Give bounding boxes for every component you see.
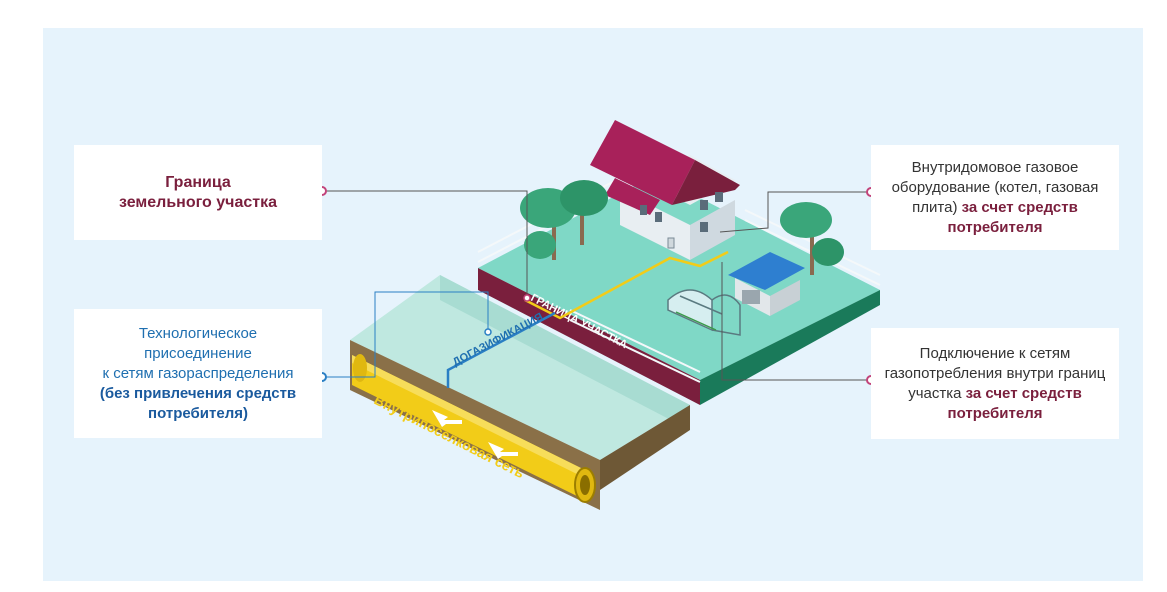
callout-indoor-line1: Внутридомовое газовое [911, 158, 1079, 176]
callout-boundary-line1: Граница [165, 173, 231, 191]
garage [728, 252, 805, 316]
callout-tech-line1: Технологическое присоединение [138, 324, 258, 362]
callout-indoor-line2: оборудование (котел, газовая [891, 178, 1099, 196]
trees [520, 180, 844, 275]
callout-land-boundary: Граница земельного участка [74, 145, 322, 240]
callout-tech-line4: потребителя) [148, 404, 248, 422]
callout-tech-line2: к сетям газораспределения [102, 364, 294, 382]
callout-indoor-line3-plain: плита) [912, 198, 958, 216]
callout-inside-line3-plain: участка [908, 384, 962, 402]
land-plot [478, 175, 880, 405]
house [590, 120, 740, 260]
leader-lines [322, 190, 871, 381]
gasification-connection [446, 311, 556, 388]
flow-arrows [432, 410, 518, 459]
callout-indoor-line3-bold: за счет средств [961, 198, 1078, 216]
callout-tech-line3: (без привлечения средств [99, 384, 297, 402]
callout-indoor-equipment: Внутридомовое газовое оборудование (коте… [871, 145, 1119, 250]
callout-inside-line1: Подключение к сетям [919, 344, 1071, 362]
inner-gas-line [524, 250, 729, 320]
callout-inside-line3-bold: за счет средств [965, 384, 1082, 402]
greenhouse [667, 289, 741, 336]
callout-inside-line2: газопотребления внутри границ [884, 364, 1106, 382]
village-gas-pipe [352, 354, 596, 503]
callout-connection-inside-plot: Подключение к сетям газопотребления внут… [871, 328, 1119, 439]
callout-indoor-line4: потребителя [947, 218, 1043, 236]
callout-boundary-line2: земельного участка [119, 193, 277, 211]
callout-technical-connection: Технологическое присоединение к сетям га… [74, 309, 322, 438]
callout-inside-line4: потребителя [947, 404, 1043, 422]
